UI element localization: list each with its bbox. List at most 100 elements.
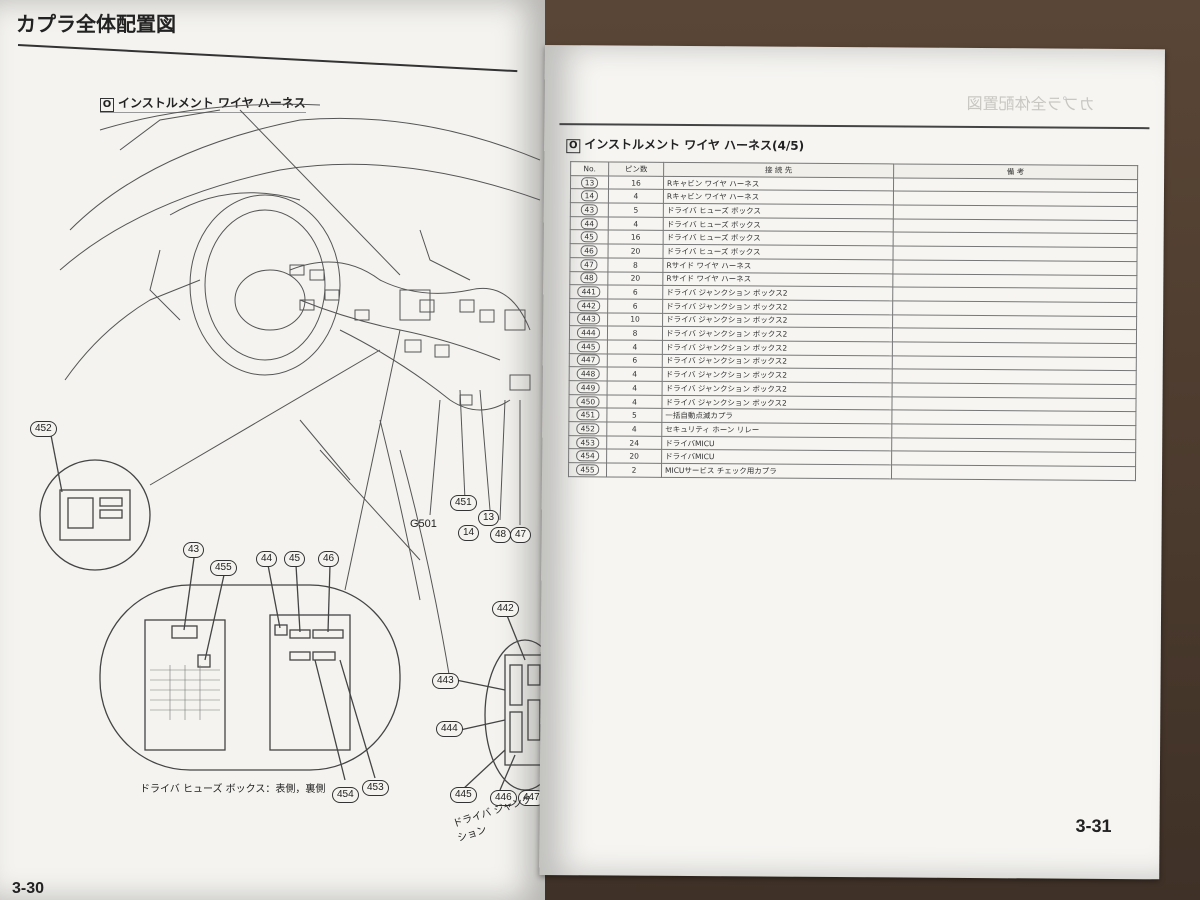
callout-454: 454 — [332, 787, 359, 803]
callout-45: 45 — [284, 551, 306, 567]
cell-no: 441 — [569, 284, 608, 299]
callout-444: 444 — [436, 721, 463, 737]
harness-symbol-icon: O — [100, 98, 114, 112]
cell-pins: 8 — [607, 326, 663, 341]
cell-pins: 6 — [607, 285, 663, 300]
connector-number: 48 — [580, 272, 598, 284]
cell-pins: 2 — [606, 463, 662, 478]
callout-47: 47 — [510, 527, 532, 543]
callout-446: 446 — [490, 790, 517, 806]
callout-455: 455 — [210, 560, 237, 576]
callout-13: 13 — [478, 510, 500, 526]
connector-number: 448 — [576, 368, 600, 380]
cell-destination: MICUサービス チェック用カプラ — [661, 463, 892, 479]
cell-pins: 24 — [606, 435, 662, 450]
connector-number: 46 — [580, 245, 598, 257]
connector-number: 47 — [580, 258, 598, 271]
callout-443: 443 — [432, 673, 459, 689]
cell-no: 454 — [568, 449, 607, 464]
cell-pins: 20 — [606, 449, 662, 464]
left-page: カプラ全体配置図 O インストルメント ワイヤ ハーネス — [0, 0, 545, 900]
cell-no: 442 — [569, 298, 608, 313]
cell-no: 44 — [570, 216, 609, 231]
cell-no: 48 — [569, 271, 608, 286]
cell-pins: 5 — [606, 408, 662, 423]
callout-442: 442 — [492, 601, 519, 617]
connector-number: 452 — [576, 423, 600, 435]
connector-number: 43 — [580, 204, 599, 216]
cell-no: 449 — [569, 380, 608, 395]
callout-453: 453 — [362, 780, 389, 796]
harness-label-text: インストルメント ワイヤ ハーネス — [118, 96, 306, 110]
connector-number: 441 — [577, 286, 600, 298]
cell-pins: 20 — [608, 244, 664, 259]
connector-number: 454 — [576, 450, 599, 462]
connector-number: 442 — [577, 299, 600, 312]
cell-no: 45 — [570, 230, 609, 245]
cell-pins: 4 — [606, 394, 663, 409]
cell-pins: 10 — [607, 312, 663, 327]
callout-48: 48 — [490, 527, 512, 543]
connector-number: 451 — [576, 409, 600, 421]
page-number-left: 3-30 — [12, 880, 45, 897]
cell-no: 443 — [569, 312, 608, 327]
callout-46: 46 — [318, 551, 340, 567]
wiring-diagram-drawing — [39, 103, 545, 791]
connector-number: 455 — [576, 464, 599, 476]
cell-no: 46 — [570, 243, 609, 258]
cell-no: 452 — [568, 421, 607, 436]
column-header-pins: ピン数 — [608, 161, 664, 177]
cell-pins: 8 — [607, 257, 664, 272]
cell-no: 444 — [569, 325, 608, 340]
cell-no: 43 — [570, 202, 609, 217]
cell-no: 453 — [568, 435, 607, 450]
connector-number: 450 — [576, 395, 600, 407]
cell-remarks — [891, 465, 1136, 481]
cell-no: 455 — [568, 462, 607, 477]
page-number-right: 3-31 — [1075, 815, 1112, 836]
cell-pins: 16 — [608, 230, 664, 245]
callout-447: 447 — [518, 790, 545, 806]
cell-no: 14 — [570, 189, 609, 204]
cell-pins: 6 — [607, 353, 663, 368]
connector-number: 449 — [576, 382, 600, 394]
column-header-no: No. — [570, 161, 609, 176]
connector-number: 14 — [580, 190, 599, 202]
cell-pins: 4 — [606, 422, 662, 437]
cell-no: 451 — [568, 408, 607, 423]
cell-pins: 5 — [608, 203, 664, 218]
cell-no: 47 — [569, 257, 609, 272]
table-heading-text: インストルメント ワイヤ ハーネス(4/5) — [584, 137, 805, 153]
cell-pins: 4 — [607, 367, 663, 382]
cell-no: 450 — [568, 394, 608, 409]
callout-44: 44 — [256, 551, 278, 567]
callout-445: 445 — [450, 787, 477, 803]
cell-no: 445 — [569, 339, 608, 354]
connector-number: 453 — [576, 436, 599, 448]
connector-number: 444 — [577, 327, 600, 339]
connector-number: 13 — [580, 176, 599, 188]
cell-pins: 4 — [607, 380, 663, 396]
cell-pins: 4 — [607, 339, 663, 354]
callout-14: 14 — [458, 525, 480, 541]
header-rule — [559, 123, 1150, 130]
connector-number: 443 — [577, 313, 600, 325]
show-through-header: カプラ全体配置図 — [966, 93, 1095, 114]
cell-pins: 16 — [608, 175, 664, 190]
cell-no: 13 — [570, 175, 609, 190]
connector-number: 445 — [577, 341, 600, 353]
harness-symbol-icon: O — [566, 139, 581, 154]
connector-number: 44 — [580, 217, 599, 229]
cell-no: 447 — [569, 353, 608, 368]
page-title: カプラ全体配置図 — [16, 12, 176, 36]
connector-number: 447 — [577, 354, 600, 366]
cell-pins: 4 — [608, 189, 664, 204]
callout-452: 452 — [30, 421, 57, 437]
ground-label: G501 — [410, 518, 437, 530]
callout-43: 43 — [183, 542, 205, 558]
